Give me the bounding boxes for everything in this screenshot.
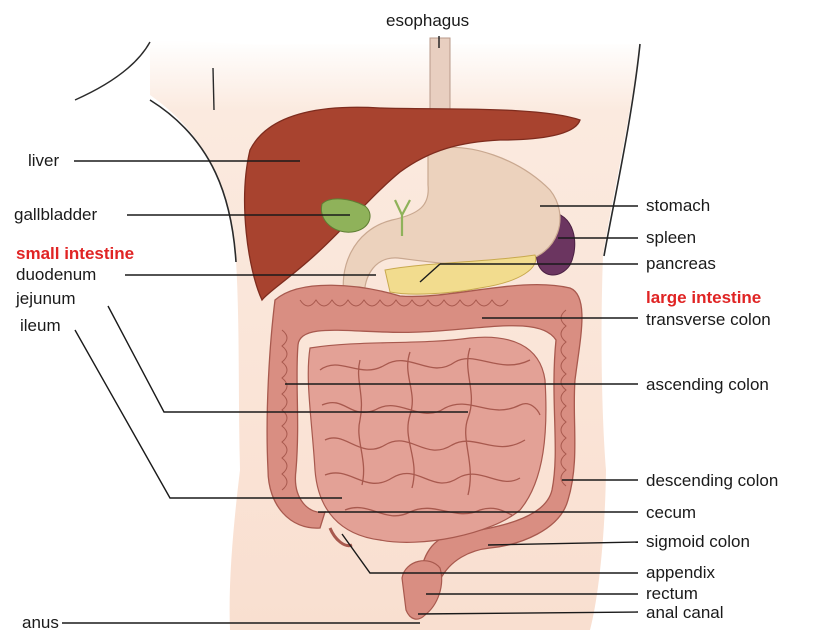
label-descending-colon: descending colon (646, 471, 778, 491)
label-transverse-colon: transverse colon (646, 310, 771, 330)
label-esophagus: esophagus (386, 11, 469, 31)
label-cecum: cecum (646, 503, 696, 523)
label-sigmoid-colon: sigmoid colon (646, 532, 750, 552)
label-liver: liver (28, 151, 59, 171)
label-anal-canal: anal canal (646, 603, 724, 623)
label-gallbladder: gallbladder (14, 205, 97, 225)
label-spleen: spleen (646, 228, 696, 248)
label-ascending-colon: ascending colon (646, 375, 769, 395)
label-ileum: ileum (20, 316, 61, 336)
heading-small-intestine: small intestine (16, 244, 134, 264)
label-rectum: rectum (646, 584, 698, 604)
armpit-line (213, 68, 214, 110)
label-anus: anus (22, 613, 59, 633)
arm-outline (75, 42, 150, 100)
heading-large-intestine: large intestine (646, 288, 761, 308)
label-jejunum: jejunum (16, 289, 76, 309)
label-stomach: stomach (646, 196, 710, 216)
label-duodenum: duodenum (16, 265, 96, 285)
label-appendix: appendix (646, 563, 715, 583)
label-pancreas: pancreas (646, 254, 716, 274)
